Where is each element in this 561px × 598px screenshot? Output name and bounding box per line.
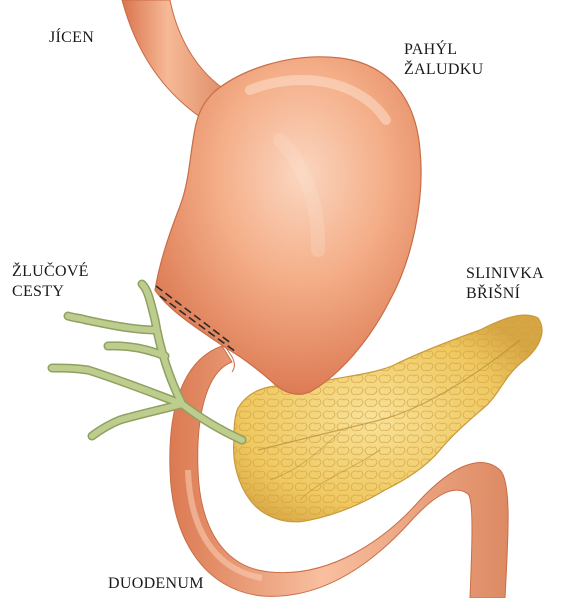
- label-stomach-stump-line-2: ŽALUDKU: [404, 60, 483, 80]
- label-pancreas-line-1: SLINIVKA: [466, 264, 544, 284]
- label-duodenum: DUODENUM: [108, 574, 204, 594]
- label-duodenum-line-1: DUODENUM: [108, 574, 204, 594]
- label-pancreas: SLINIVKA BŘIŠNÍ: [466, 264, 544, 304]
- label-esophagus: JÍCEN: [49, 28, 94, 48]
- label-pancreas-line-2: BŘIŠNÍ: [466, 284, 544, 304]
- label-stomach-stump-line-1: PAHÝL: [404, 40, 483, 60]
- label-stomach-stump: PAHÝL ŽALUDKU: [404, 40, 483, 80]
- label-esophagus-line-1: JÍCEN: [49, 28, 94, 48]
- label-bile-ducts: ŽLUČOVÉ CESTY: [12, 262, 89, 302]
- label-bile-ducts-line-2: CESTY: [12, 282, 89, 302]
- label-bile-ducts-line-1: ŽLUČOVÉ: [12, 262, 89, 282]
